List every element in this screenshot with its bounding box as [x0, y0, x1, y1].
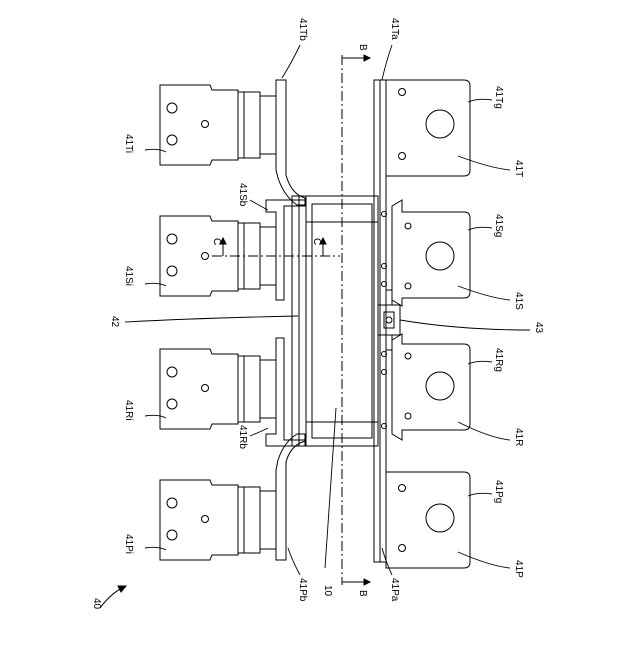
label-41Pb: 41Pb [297, 578, 308, 602]
label-41Pg: 41Pg [493, 480, 504, 503]
arrow-40 [100, 586, 126, 608]
label-section-b-bottom: B [357, 590, 368, 597]
leader-lines [125, 45, 530, 575]
label-43: 43 [533, 322, 544, 334]
label-41Ti: 41Ti [123, 134, 134, 153]
connector-43 [378, 290, 400, 350]
label-41S: 41S [513, 292, 524, 310]
label-41Pa: 41Pa [389, 578, 400, 602]
label-41Si: 41Si [123, 266, 134, 286]
terminal-41Ti [160, 85, 276, 165]
section-line-b [342, 55, 370, 585]
label-41Sb: 41Sb [237, 183, 248, 207]
label-10: 10 [322, 585, 333, 597]
label-41T: 41T [513, 160, 524, 177]
label-42: 42 [109, 316, 120, 328]
label-41Ri: 41Ri [123, 400, 134, 421]
label-41Tb: 41Tb [297, 18, 308, 41]
terminal-41Ri [160, 349, 276, 429]
label-41Ta: 41Ta [389, 18, 400, 40]
terminal-41R [382, 334, 471, 440]
label-41R: 41R [513, 428, 524, 446]
busbar-41Tb [276, 80, 305, 205]
label-41Rb: 41Rb [237, 425, 248, 449]
label-41P: 41P [513, 560, 524, 578]
label-41Rg: 41Rg [493, 348, 504, 372]
terminal-41P [386, 472, 470, 568]
terminal-41T [386, 80, 470, 176]
terminal-41Pi [160, 480, 276, 560]
label-41Tg: 41Tg [493, 86, 504, 109]
label-41Sg: 41Sg [493, 214, 504, 237]
label-section-b-top: B [357, 44, 368, 51]
label-41Pi: 41Pi [123, 534, 134, 554]
label-section-c-right: C [311, 238, 322, 245]
label-section-c-left: C [211, 238, 222, 245]
terminal-41S [382, 200, 471, 306]
busbar-41Pb [276, 434, 305, 560]
label-40: 40 [91, 598, 102, 610]
plate-42 [292, 196, 306, 446]
